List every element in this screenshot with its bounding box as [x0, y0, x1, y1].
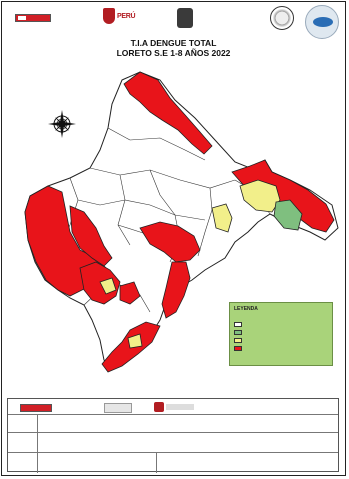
footer-regional-logo	[154, 402, 164, 412]
footer-regional-logo-text	[166, 404, 194, 410]
legend-swatch-high	[234, 346, 242, 351]
map-footer	[7, 398, 339, 473]
footer-label-cell	[8, 453, 38, 473]
regional-mark-icon	[177, 8, 193, 28]
regional-seal-icon	[270, 6, 294, 30]
district-central-band	[139, 221, 201, 263]
district-yellow-southwest	[99, 277, 117, 295]
district-west-inner	[69, 205, 113, 267]
footer-info-row	[8, 415, 338, 433]
district-green-east	[273, 199, 303, 231]
compass-rose-icon	[48, 110, 76, 138]
header-logos: PERÚ	[2, 2, 345, 39]
footer-divider	[156, 453, 157, 473]
minsa-shield-icon	[103, 8, 115, 24]
map-title-line-2: LORETO S.E 1-8 AÑOS 2022	[116, 48, 231, 58]
legend-item	[234, 338, 328, 344]
legend-item	[234, 322, 328, 328]
district-small-center	[119, 281, 141, 305]
footer-label-cell	[8, 433, 38, 452]
epidemiology-emblem-icon	[305, 5, 339, 39]
footer-gob-logo	[20, 404, 52, 412]
peru-government-logo	[15, 14, 51, 22]
legend-swatch-low	[234, 330, 242, 335]
map-title: T.I.A DENGUE TOTAL LORETO S.E 1-8 AÑOS 2…	[2, 38, 345, 58]
footer-logo-row	[8, 399, 338, 415]
districts-low-incidence	[273, 199, 303, 231]
map-title-line-1: T.I.A DENGUE TOTAL	[130, 38, 217, 48]
district-north-strip	[123, 71, 213, 155]
district-yellow-center	[211, 203, 233, 233]
district-central-south	[161, 261, 191, 319]
footer-source-row	[8, 433, 338, 453]
districts-medium-incidence	[99, 179, 281, 349]
legend-item	[234, 346, 328, 352]
district-yellow-south	[127, 333, 143, 349]
legend-swatch-medium	[234, 338, 242, 343]
legend-title: LEYENDA	[234, 306, 258, 312]
map-legend: LEYENDA	[229, 302, 333, 366]
legend-swatch-none	[234, 322, 242, 327]
minsa-logo-text: PERÚ	[117, 13, 136, 20]
district-southwest	[79, 261, 121, 305]
regional-health-logo	[177, 8, 227, 30]
footer-author-row	[8, 453, 338, 473]
minsa-logo: PERÚ	[103, 8, 149, 28]
footer-minsa-logo	[104, 403, 132, 413]
legend-item	[234, 330, 328, 336]
footer-label-cell	[8, 415, 38, 432]
